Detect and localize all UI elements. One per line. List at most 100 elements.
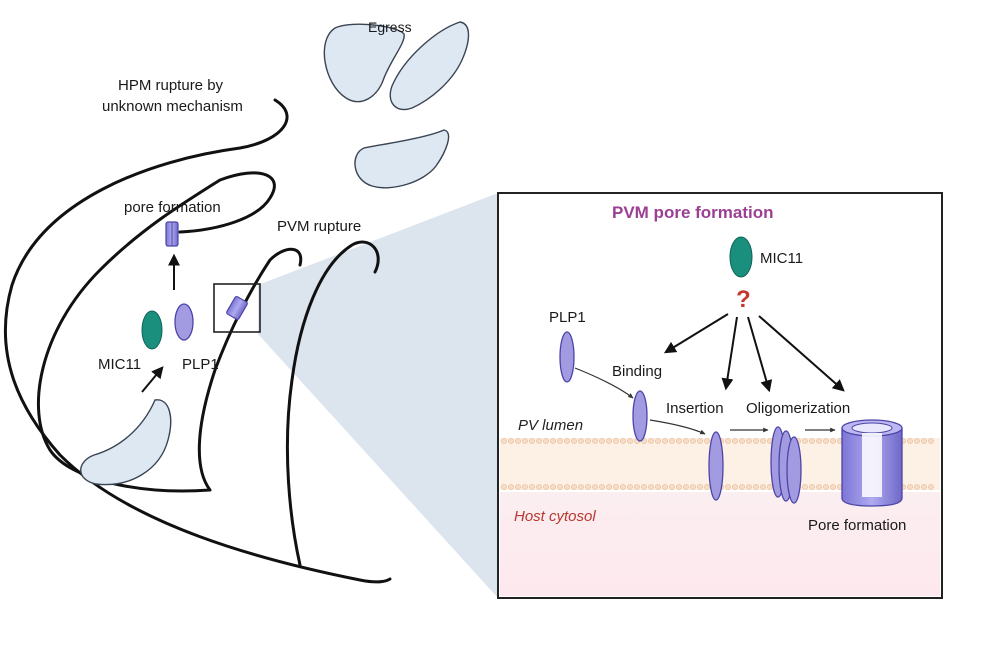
lipid-head — [928, 438, 934, 444]
lipid-head — [914, 484, 920, 490]
lipid-head — [753, 438, 759, 444]
lipid-head — [809, 484, 815, 490]
arrow-to-insertion — [721, 316, 738, 391]
lipid-head — [564, 438, 570, 444]
lipid-head — [508, 484, 514, 490]
oligomerization-label: Oligomerization — [746, 400, 850, 417]
lipid-head — [907, 484, 913, 490]
lipid-head — [907, 438, 913, 444]
egress-parasites — [323, 21, 470, 189]
lipid-head — [690, 438, 696, 444]
lipid-head — [585, 484, 591, 490]
mic11-protein-left — [141, 310, 163, 350]
plp1-protein-left — [174, 303, 194, 341]
insertion-label: Insertion — [666, 400, 724, 417]
arrow-binding-to-insertion — [649, 419, 706, 435]
lipid-head — [809, 438, 815, 444]
plp1-pore — [841, 419, 903, 507]
lipid-head — [501, 438, 507, 444]
zoom-wedge — [258, 193, 498, 598]
plp1-label-inset: PLP1 — [549, 309, 586, 326]
mic11-label-inset: MIC11 — [760, 250, 803, 267]
lipid-head — [578, 438, 584, 444]
lipid-head — [767, 484, 773, 490]
lipid-head — [683, 438, 689, 444]
hpm-rupture-label-line1: HPM rupture by — [118, 77, 224, 94]
lipid-head — [655, 438, 661, 444]
plp1-label-left: PLP1 — [182, 356, 219, 373]
plp1-inserted — [708, 431, 724, 501]
lipid-head — [830, 484, 836, 490]
lipid-head — [529, 484, 535, 490]
lipid-head — [606, 484, 612, 490]
hpm-membrane — [3, 98, 392, 584]
lipid-head — [669, 438, 675, 444]
host-cytosol-region — [500, 492, 940, 596]
lipid-head — [599, 438, 605, 444]
hpm-rupture-label-line2: unknown mechanism — [102, 98, 243, 115]
lipid-head — [557, 438, 563, 444]
lipid-head — [746, 484, 752, 490]
lipid-head — [760, 484, 766, 490]
lipid-head — [802, 438, 808, 444]
lipid-head — [571, 484, 577, 490]
arrow-plp1-to-binding — [574, 367, 634, 399]
unknown-mechanism-mark: ? — [736, 286, 751, 313]
lipid-head — [690, 484, 696, 490]
lipid-head — [914, 438, 920, 444]
binding-label: Binding — [612, 363, 662, 380]
lipid-head — [578, 484, 584, 490]
inset-panel: PVM pore formation MIC11 ? PLP1 Binding … — [497, 192, 943, 599]
lipid-head — [585, 438, 591, 444]
lipid-head — [501, 484, 507, 490]
lipid-head — [536, 438, 542, 444]
lipid-head — [620, 438, 626, 444]
lipid-head — [704, 438, 710, 444]
lipid-head — [725, 484, 731, 490]
lipid-head — [634, 484, 640, 490]
lipid-head — [508, 438, 514, 444]
lipid-head — [921, 484, 927, 490]
pv-lumen-label: PV lumen — [518, 417, 583, 434]
arrow-parasite-to-proteins — [141, 366, 164, 393]
lipid-head — [669, 484, 675, 490]
lipid-head — [627, 438, 633, 444]
lipid-head — [655, 484, 661, 490]
lipid-head — [704, 484, 710, 490]
lipid-head — [613, 438, 619, 444]
lipid-head — [599, 484, 605, 490]
lipid-head — [823, 484, 829, 490]
lipid-heads-bottom — [501, 484, 934, 490]
inset-title: PVM pore formation — [612, 203, 774, 222]
pore-icon-left — [165, 221, 179, 247]
lipid-head — [760, 438, 766, 444]
lipid-head — [732, 438, 738, 444]
lipid-head — [725, 438, 731, 444]
lipid-head — [697, 438, 703, 444]
pore-icon-in-box — [226, 296, 248, 320]
plp1-bound — [632, 390, 648, 442]
lipid-head — [543, 484, 549, 490]
lipid-head — [641, 484, 647, 490]
mic11-label-left: MIC11 — [98, 356, 141, 373]
arrow-to-oligomerization — [747, 316, 773, 393]
pvm-membrane-torn-edge — [285, 240, 380, 567]
lipid-head — [753, 484, 759, 490]
lipid-head — [928, 484, 934, 490]
lipid-head — [620, 484, 626, 490]
lipid-head — [557, 484, 563, 490]
intracellular-parasite — [80, 399, 172, 486]
lipid-head — [676, 438, 682, 444]
pore-formation-label-left: pore formation — [124, 199, 221, 216]
lipid-head — [515, 438, 521, 444]
lipid-head — [522, 438, 528, 444]
lipid-head — [613, 484, 619, 490]
arrow-to-binding — [663, 313, 729, 354]
lipid-head — [564, 484, 570, 490]
host-cytosol-label: Host cytosol — [514, 508, 596, 525]
lipid-head — [550, 438, 556, 444]
lipid-head — [662, 484, 668, 490]
pvm-membrane — [37, 171, 303, 493]
